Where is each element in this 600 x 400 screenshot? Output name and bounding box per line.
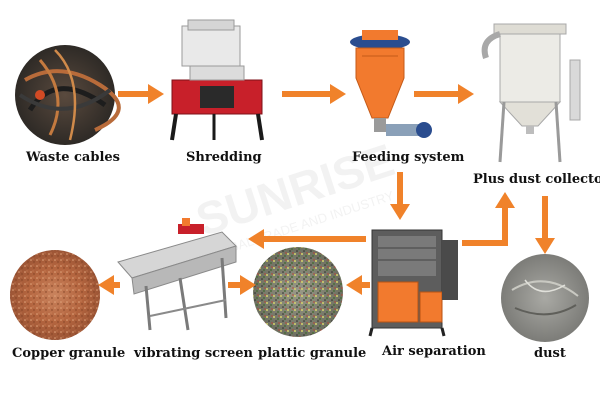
- arrow-air-separation-to-plastic: [346, 275, 370, 295]
- copper-granule-image: [10, 250, 100, 340]
- arrow-feeding-to-air-separation: [390, 172, 410, 220]
- waste-cables-image: [15, 45, 121, 145]
- arrow-feeding-to-collector: [414, 84, 474, 104]
- label-shredding: Shredding: [186, 150, 262, 165]
- label-vibrating-screen: vibrating screen: [134, 346, 253, 361]
- label-copper-granule: Copper granule: [12, 346, 126, 361]
- arrow-collector-to-dust: [535, 196, 555, 254]
- arrow-shredding-to-feeding: [282, 84, 346, 104]
- arrow-screen-to-plastic: [228, 275, 256, 295]
- air-separation-image: [368, 229, 458, 337]
- label-air-separation: Air separation: [382, 344, 486, 359]
- arrow-air-separation-to-screen: [248, 229, 366, 249]
- arrow-air-separation-to-collector: [462, 192, 515, 246]
- flow-arrows: [98, 84, 555, 295]
- label-waste-cables: Waste cables: [26, 150, 120, 165]
- arrow-cables-to-shredding: [118, 84, 164, 104]
- label-plus-dust-collector: Plus dust collector: [473, 172, 600, 187]
- vibrating-screen-image: [117, 218, 237, 331]
- arrow-screen-to-copper: [98, 275, 120, 295]
- dust-image: [501, 254, 589, 342]
- plastic-granule-image: [253, 247, 343, 337]
- label-dust: dust: [534, 346, 566, 361]
- cyclone-feeder-image: [350, 30, 432, 138]
- label-plattic-granule: plattic granule: [258, 346, 367, 361]
- label-feeding-system: Feeding system: [352, 150, 465, 165]
- shredder-machine-image: [170, 19, 264, 141]
- dust-collector-image: [481, 23, 581, 163]
